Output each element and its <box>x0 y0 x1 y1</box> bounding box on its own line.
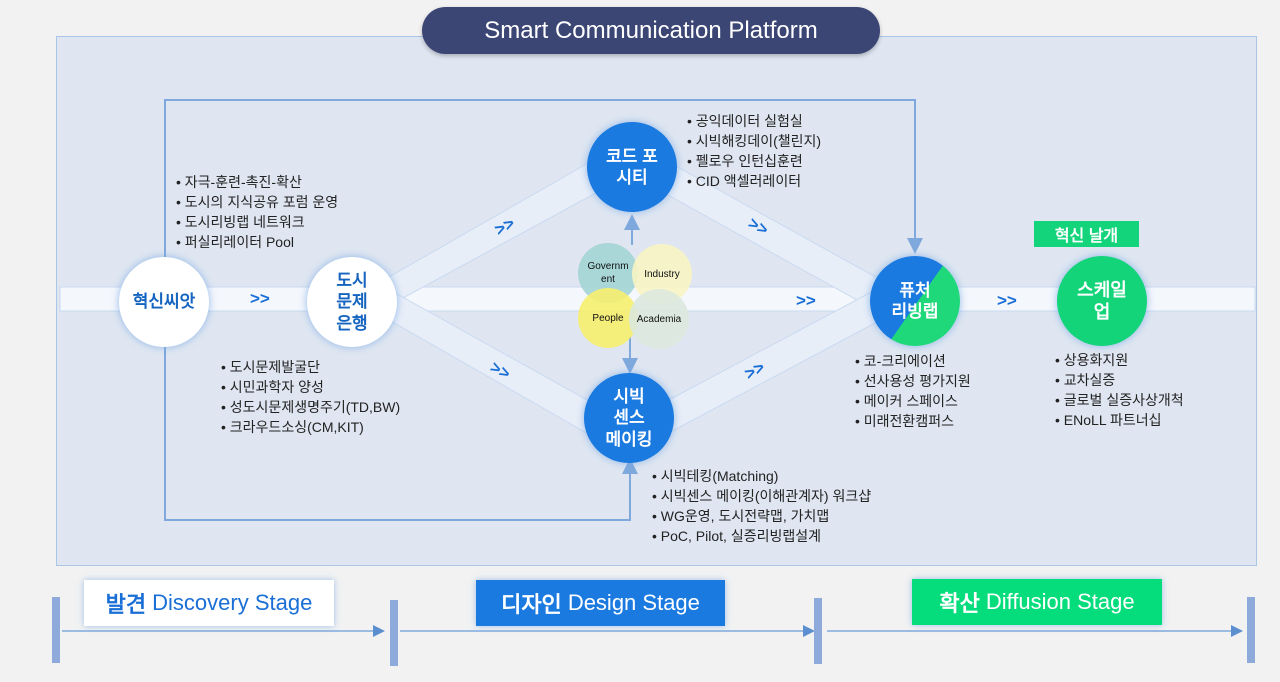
band-bank-to-code <box>374 161 606 306</box>
list-item: 상용화지원 <box>1055 350 1184 370</box>
list-item: 코-크리에이션 <box>855 351 971 371</box>
scale-up-list: 상용화지원 교차실증 글로벌 실증사상개척 ENoLL 파트너십 <box>1055 350 1184 430</box>
list-item: ENoLL 파트너십 <box>1055 410 1184 430</box>
node-code-for-city[interactable]: 코드 포 시티 <box>587 122 677 212</box>
civic-sense-list: 시빅테킹(Matching) 시빅센스 메이킹(이해관계자) 워크샵 WG운영,… <box>652 466 871 546</box>
list-item: 시빅테킹(Matching) <box>652 466 871 486</box>
list-item: 도시리빙랩 네트워크 <box>176 212 338 232</box>
list-item: 성도시문제생명주기(TD,BW) <box>221 397 400 417</box>
code-for-city-list: 공익데이터 실험실 시빅해킹데이(챌린지) 펠로우 인턴십훈련 CID 액셀러레… <box>687 111 821 191</box>
list-item: CID 액셀러레이터 <box>687 171 821 191</box>
list-item: 도시문제발굴단 <box>221 357 400 377</box>
stage-divider <box>814 598 822 664</box>
list-item: 메이커 스페이스 <box>855 391 971 411</box>
list-item: 자극-훈련-촉진-확산 <box>176 172 338 192</box>
list-item: 시민과학자 양성 <box>221 377 400 397</box>
bottom-loop-line <box>164 345 638 521</box>
node-city-problem-bank[interactable]: 도시 문제 은행 <box>307 257 397 347</box>
list-item: 선사용성 평가지원 <box>855 371 971 391</box>
list-item: 펠로우 인턴십훈련 <box>687 151 821 171</box>
seed-top-list: 자극-훈련-촉진-확산 도시의 지식공유 포럼 운영 도시리빙랩 네트워크 퍼실… <box>176 172 338 252</box>
innovation-wing-tag: 혁신 날개 <box>1034 221 1139 247</box>
list-item: 퍼실리레이터 Pool <box>176 232 338 252</box>
problem-bank-list: 도시문제발굴단 시민과학자 양성 성도시문제생명주기(TD,BW) 크라우드소싱… <box>221 357 400 437</box>
node-future-living-lab[interactable]: 퓨처 리빙랩 <box>870 256 960 346</box>
future-lab-list: 코-크리에이션 선사용성 평가지원 메이커 스페이스 미래전환캠퍼스 <box>855 351 971 431</box>
list-item: 공익데이터 실험실 <box>687 111 821 131</box>
list-item: 도시의 지식공유 포럼 운영 <box>176 192 338 212</box>
venn-people: People <box>578 288 638 348</box>
chevron-icon: >> <box>997 291 1017 310</box>
band-bank-to-civic <box>374 289 606 436</box>
stage-divider <box>52 597 60 663</box>
stage-divider <box>390 600 398 666</box>
chevron-icon: >> <box>250 289 270 308</box>
list-item: 미래전환캠퍼스 <box>855 411 971 431</box>
list-item: PoC, Pilot, 실증리빙랩설계 <box>652 526 871 546</box>
page-title: Smart Communication Platform <box>422 7 880 54</box>
node-scale-up[interactable]: 스케일 업 <box>1057 256 1147 346</box>
stage-divider <box>1247 597 1255 663</box>
list-item: 글로벌 실증사상개척 <box>1055 390 1184 410</box>
top-loop-line <box>164 99 923 258</box>
list-item: 시빅센스 메이킹(이해관계자) 워크샵 <box>652 486 871 506</box>
node-innovation-seed[interactable]: 혁신씨앗 <box>119 257 209 347</box>
list-item: WG운영, 도시전략맵, 가치맵 <box>652 506 871 526</box>
list-item: 시빅해킹데이(챌린지) <box>687 131 821 151</box>
list-item: 크라우드소싱(CM,KIT) <box>221 417 400 437</box>
list-item: 교차실증 <box>1055 370 1184 390</box>
venn-academia: Academia <box>629 289 689 349</box>
node-civic-sense-making[interactable]: 시빅 센스 메이킹 <box>584 373 674 463</box>
chevron-icon: >> <box>796 291 816 310</box>
